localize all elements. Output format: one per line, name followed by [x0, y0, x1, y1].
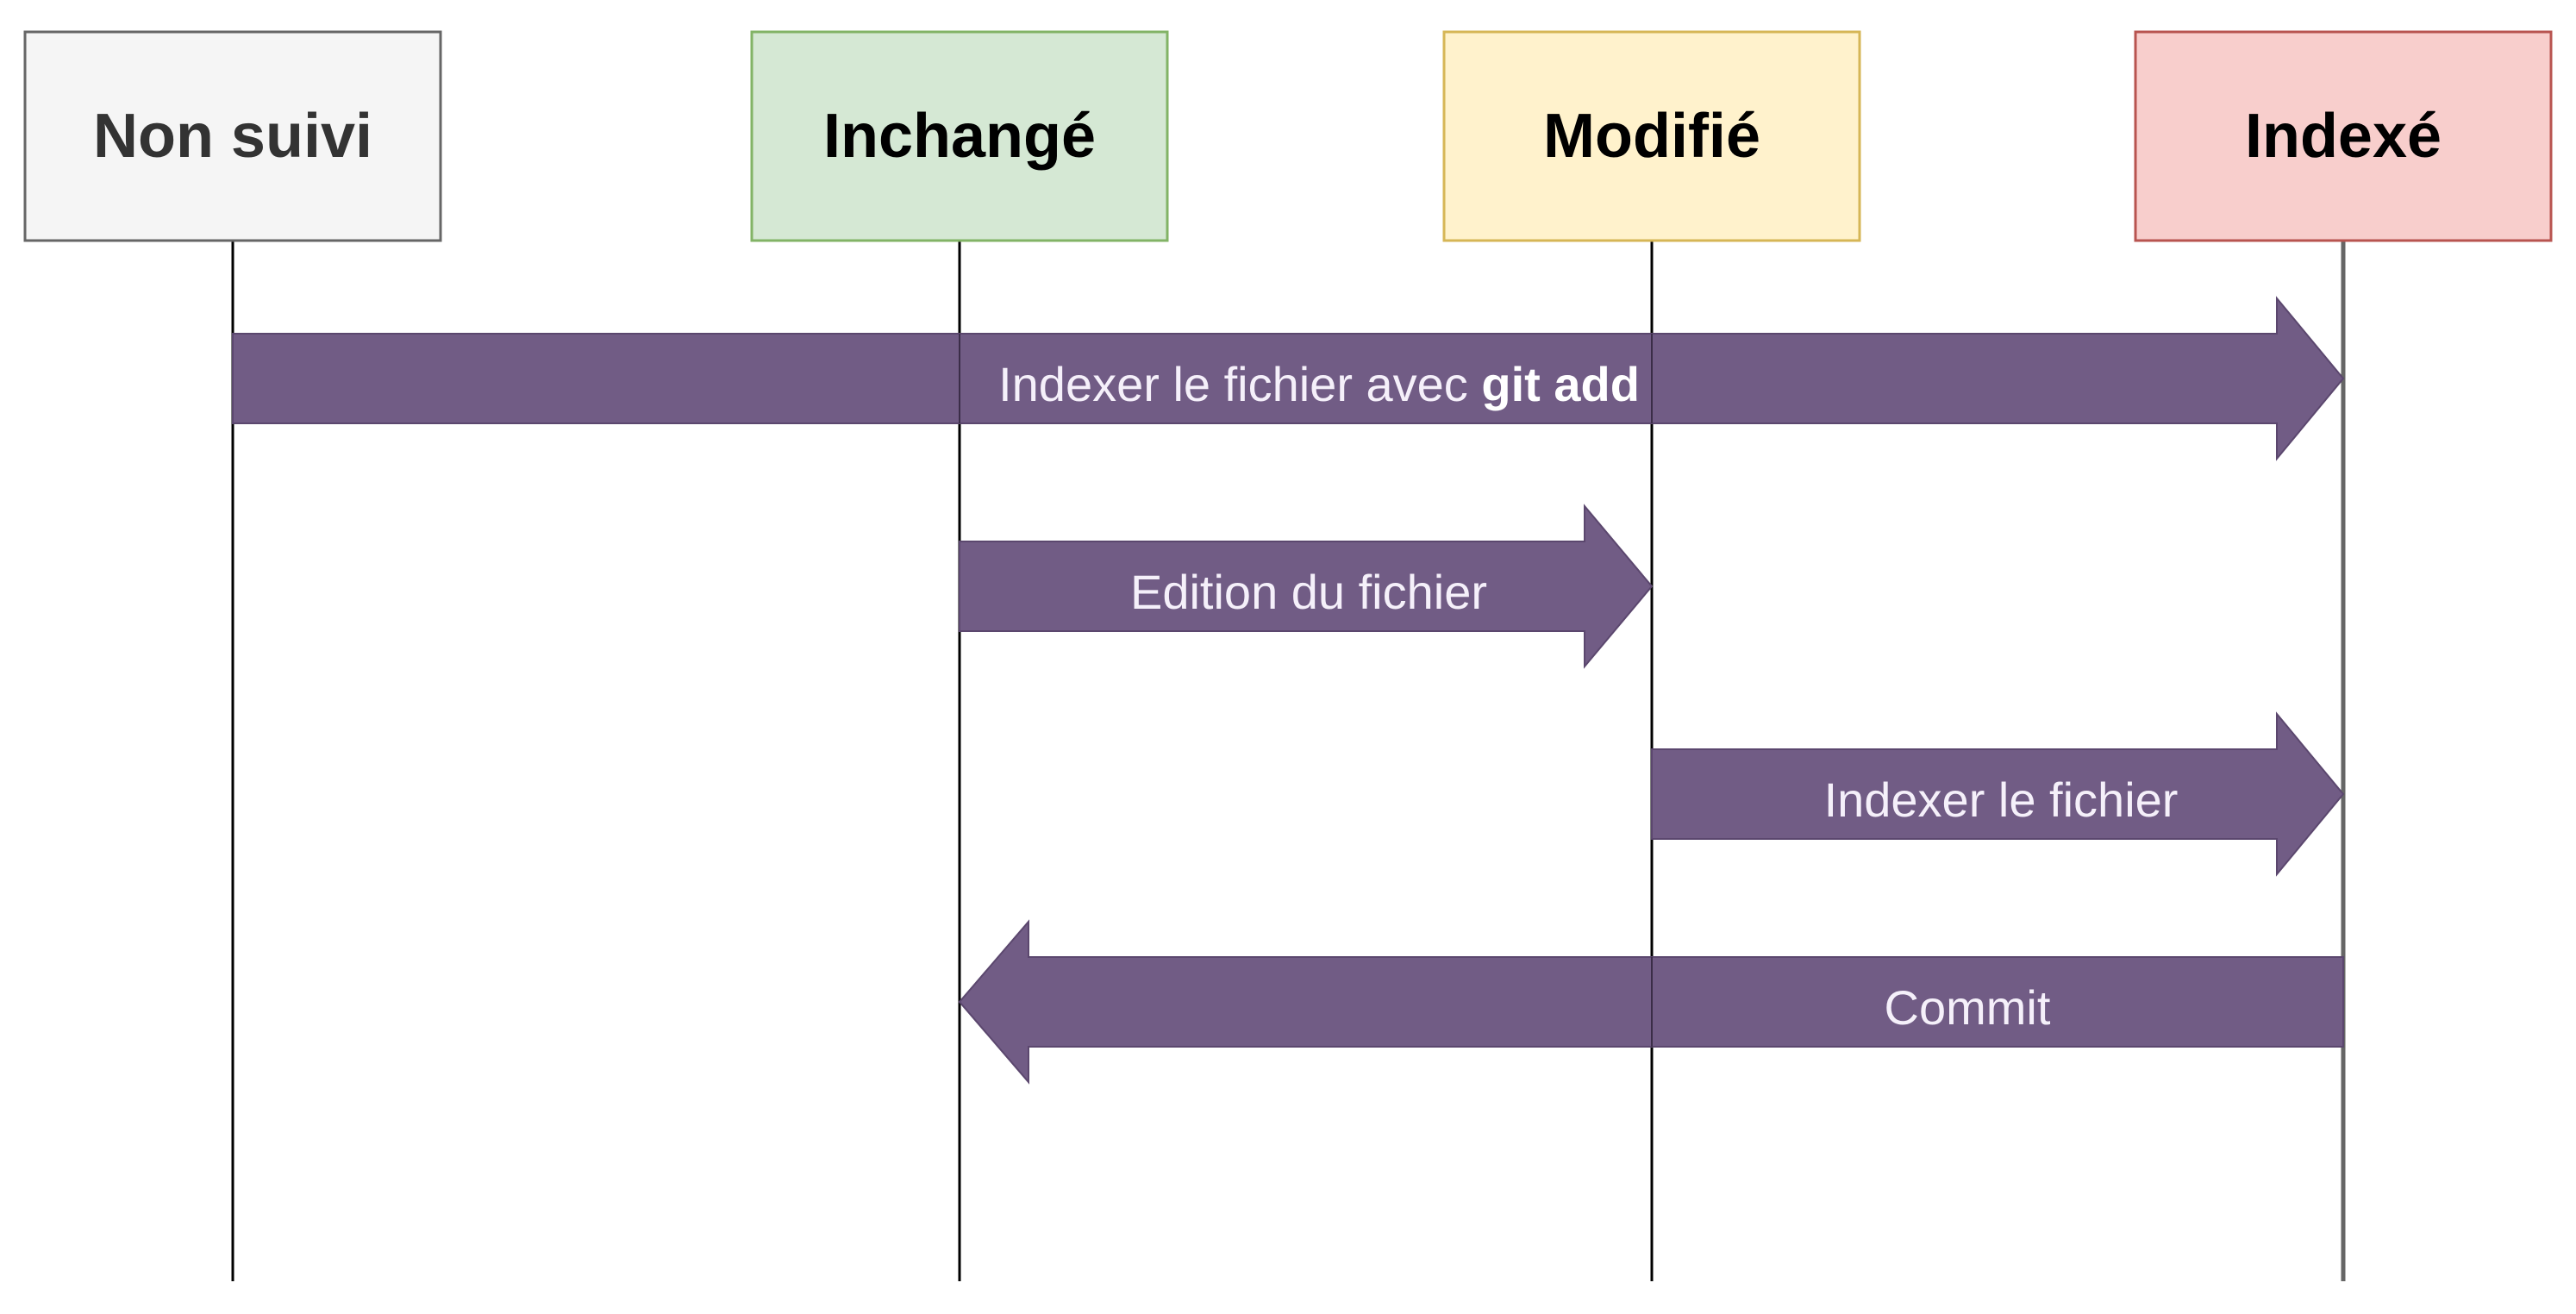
- arrow-shape-git-add: [232, 296, 2345, 461]
- arrow-shape-stage-file: [1651, 711, 2345, 877]
- arrow-label-commit: Commit: [1885, 980, 2051, 1035]
- arrow-git-add: Indexer le fichier avec git add: [232, 296, 2345, 461]
- state-untracked: Non suivi: [23, 30, 442, 242]
- state-staged: Indexé: [2134, 30, 2553, 242]
- state-box-staged: [2134, 30, 2553, 242]
- state-modified: Modifié: [1442, 30, 1861, 242]
- state-box-modified: [1442, 30, 1861, 242]
- state-box-untracked: [23, 30, 442, 242]
- state-label-unchanged: Inchangé: [823, 102, 1096, 171]
- state-label-staged: Indexé: [2245, 102, 2442, 171]
- state-label-untracked: Non suivi: [93, 102, 372, 171]
- arrow-stage-file: Indexer le fichier: [1651, 711, 2345, 877]
- state-unchanged: Inchangé: [750, 30, 1169, 242]
- state-label-modified: Modifié: [1543, 102, 1760, 171]
- state-box-unchanged: [750, 30, 1169, 242]
- arrow-shape-edit-file: [959, 504, 1654, 669]
- arrow-label-edit-file: Edition du fichier: [1130, 565, 1487, 619]
- arrow-label-git-add: Indexer le fichier avec git add: [998, 357, 1640, 411]
- arrow-edit-file: Edition du fichier: [959, 504, 1654, 669]
- arrow-label-stage-file: Indexer le fichier: [1824, 773, 2179, 827]
